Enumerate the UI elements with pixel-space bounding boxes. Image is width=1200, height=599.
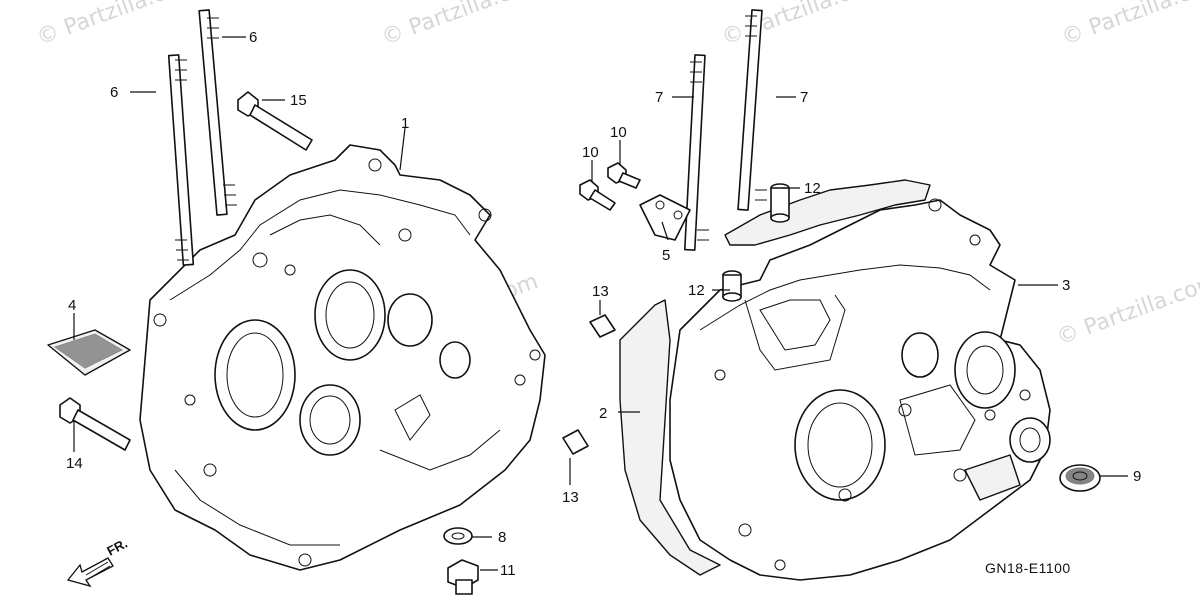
stud-bolt-7a[interactable] bbox=[683, 54, 709, 251]
stud-bolt-6a[interactable] bbox=[167, 54, 195, 266]
callout-5: 5 bbox=[662, 247, 670, 264]
plate-5[interactable] bbox=[639, 194, 691, 241]
watermark: © Partzilla.com bbox=[1059, 0, 1200, 51]
dowel-pin-13a[interactable] bbox=[589, 314, 616, 338]
bolt-10b[interactable] bbox=[607, 162, 641, 189]
callout-10-lower: 10 bbox=[582, 144, 599, 161]
callout-9: 9 bbox=[1133, 468, 1141, 485]
callout-11: 11 bbox=[500, 562, 516, 579]
drain-bolt-11[interactable] bbox=[447, 559, 479, 595]
callout-12-lower: 12 bbox=[688, 282, 705, 299]
callout-13-lower: 13 bbox=[562, 489, 579, 506]
callout-14: 14 bbox=[66, 455, 83, 472]
watermark: © Partzilla.com bbox=[1054, 269, 1200, 351]
bolt-10a[interactable] bbox=[579, 179, 616, 211]
callout-6-right: 6 bbox=[249, 29, 257, 46]
leader-lines bbox=[73, 36, 1128, 571]
callout-15: 15 bbox=[290, 92, 307, 109]
front-arrow-icon: FR. bbox=[66, 536, 130, 588]
front-label: FR. bbox=[104, 536, 130, 559]
callout-12-upper: 12 bbox=[804, 180, 821, 197]
callout-13-upper: 13 bbox=[592, 283, 609, 300]
callout-labels: 1 2 3 4 5 6 6 7 7 8 9 10 10 11 12 12 13 … bbox=[66, 29, 1141, 579]
callout-4: 4 bbox=[68, 297, 76, 314]
dowel-pin-13b[interactable] bbox=[562, 429, 589, 455]
callout-1: 1 bbox=[401, 115, 409, 132]
crankcase-right[interactable] bbox=[619, 179, 1051, 581]
dowel-pin-12a[interactable] bbox=[770, 183, 790, 223]
callout-2: 2 bbox=[599, 405, 607, 422]
watermark: © Partzilla.com bbox=[719, 0, 887, 51]
callout-8: 8 bbox=[498, 529, 506, 546]
diagram-code: GN18-E1100 bbox=[985, 560, 1071, 576]
crankcase-left[interactable] bbox=[139, 144, 546, 571]
oil-strainer-4[interactable] bbox=[47, 329, 131, 376]
washer-8[interactable] bbox=[443, 527, 473, 545]
stud-bolt-6b[interactable] bbox=[198, 9, 237, 216]
dowel-pin-12b[interactable] bbox=[722, 270, 742, 302]
watermark: © Partzilla.com bbox=[379, 0, 547, 51]
watermark: © Partzilla.com bbox=[34, 0, 202, 51]
oil-seal-9[interactable] bbox=[1059, 464, 1101, 492]
callout-7-right: 7 bbox=[800, 89, 808, 106]
callout-7-left: 7 bbox=[655, 89, 663, 106]
bolt-15[interactable] bbox=[237, 91, 313, 151]
callout-10-upper: 10 bbox=[610, 124, 627, 141]
bolt-14[interactable] bbox=[59, 397, 131, 451]
callout-6-left: 6 bbox=[110, 84, 118, 101]
callout-3: 3 bbox=[1062, 277, 1070, 294]
stud-bolt-7b[interactable] bbox=[737, 9, 767, 211]
